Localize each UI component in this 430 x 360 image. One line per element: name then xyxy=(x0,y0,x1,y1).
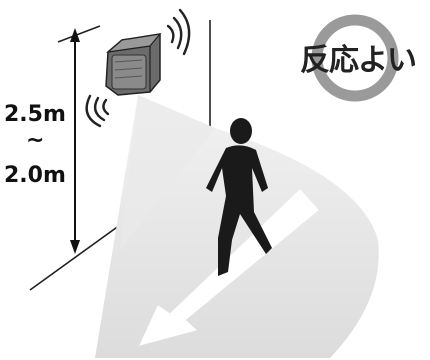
signal-waves-upper-icon xyxy=(166,8,191,56)
detection-area-shade xyxy=(120,95,215,250)
walking-person-icon xyxy=(206,118,272,276)
good-response-label: 反応よい xyxy=(300,43,416,78)
height-lower-label: 2.0m xyxy=(4,163,66,188)
good-response-ring xyxy=(311,14,399,102)
height-upper-label: 2.5m xyxy=(4,102,66,127)
height-dimension xyxy=(4,28,80,254)
walk-direction-arrow xyxy=(139,189,319,346)
signal-waves-lower-icon xyxy=(85,94,110,128)
height-separator: ~ xyxy=(26,128,44,153)
motion-sensor-device xyxy=(105,33,162,96)
